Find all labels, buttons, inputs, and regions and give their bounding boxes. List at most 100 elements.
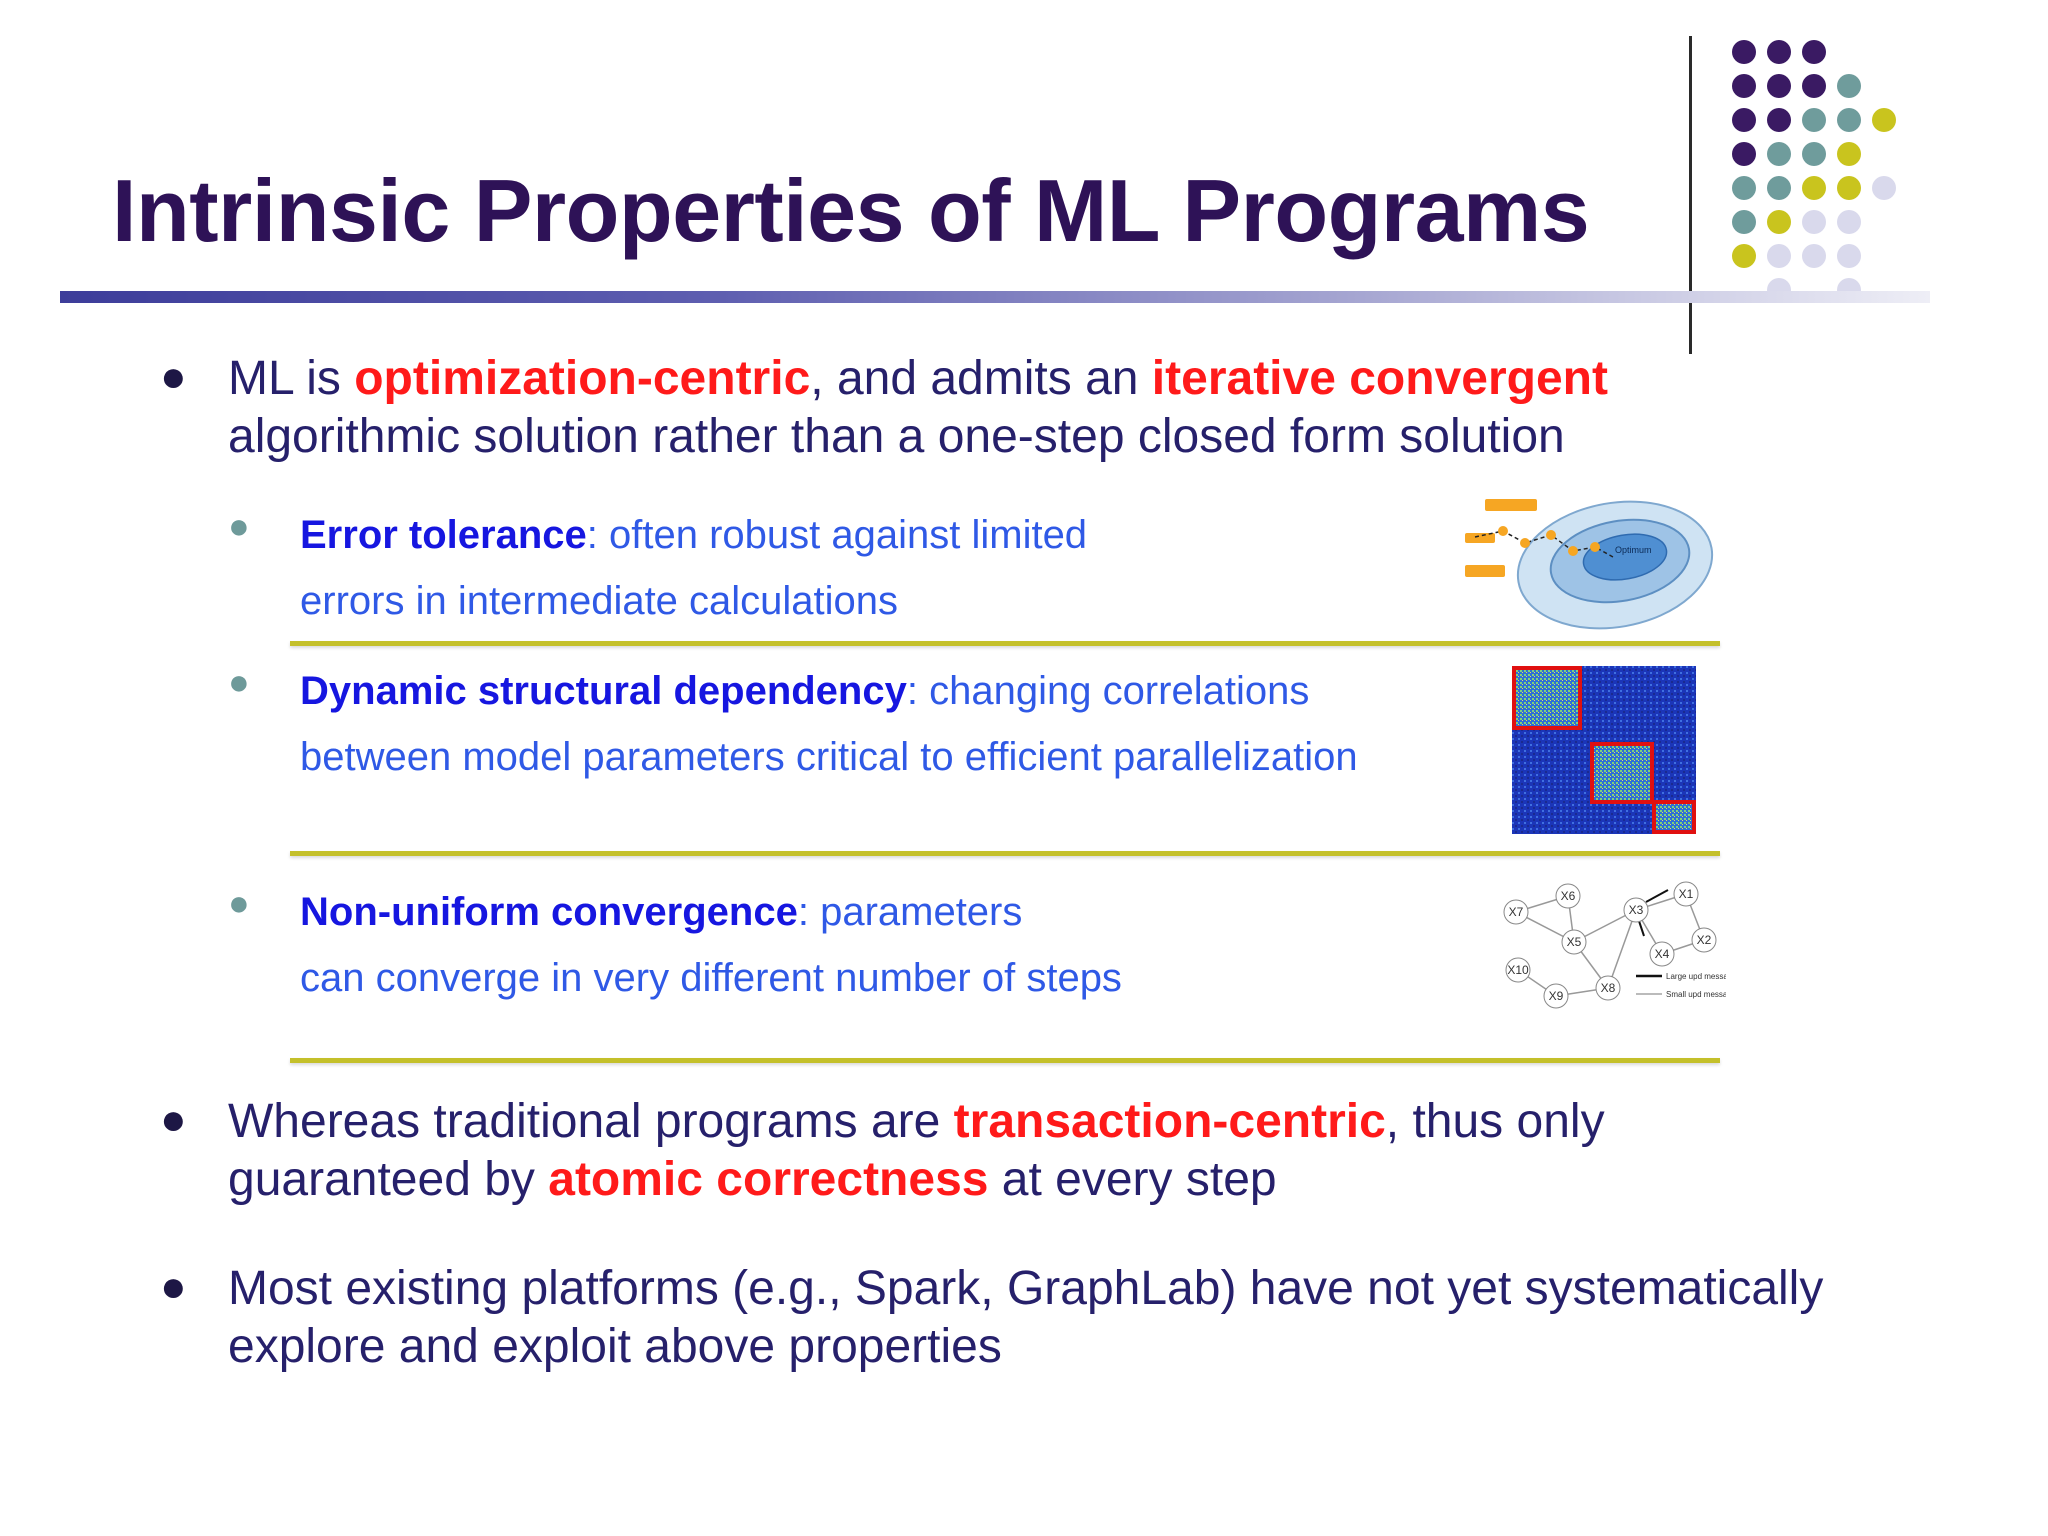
sub-text: : changing correlations	[906, 669, 1310, 713]
dot	[1872, 108, 1896, 132]
annotation-box	[1465, 565, 1505, 577]
bullet-3: Most existing platforms (e.g., Spark, Gr…	[228, 1260, 1823, 1376]
sub-bullet-error-tolerance: Error tolerance: often robust against li…	[300, 502, 1087, 634]
graph-node-label: X2	[1697, 933, 1712, 947]
matrix-block	[1514, 668, 1580, 728]
sub-bullet-icon: ●	[228, 505, 250, 546]
path-point	[1498, 526, 1508, 536]
correlation-matrix-figure	[1512, 666, 1696, 834]
bullet-icon: ●	[160, 352, 187, 401]
path-point	[1590, 542, 1600, 552]
dot	[1837, 176, 1861, 200]
graph-node	[1561, 929, 1587, 955]
matrix-block	[1654, 802, 1694, 832]
graph-node-label: X8	[1601, 981, 1616, 995]
contour-inner	[1582, 533, 1668, 581]
graph-node	[1595, 975, 1621, 1001]
graph-node	[1543, 983, 1569, 1009]
dot	[1767, 142, 1791, 166]
optimization-contour-figure: Optimum	[1465, 499, 1714, 630]
graph-node	[1623, 897, 1649, 923]
slide-title: Intrinsic Properties of ML Programs	[112, 161, 1590, 260]
decorative-dot-grid	[1720, 30, 1920, 320]
dot	[1732, 142, 1756, 166]
separator-line	[290, 641, 1720, 646]
sub-bullet-non-uniform-convergence: Non-uniform convergence: parameters can …	[300, 879, 1122, 1011]
bullet-icon: ●	[160, 1095, 187, 1144]
keyword-atomic-correctness: atomic correctness	[548, 1153, 989, 1206]
graph-node-label: X4	[1655, 947, 1670, 961]
bullet-1-line-1: ML is optimization-centric, and admits a…	[228, 350, 1608, 408]
highlight-box	[1590, 742, 1654, 804]
separator-line	[290, 851, 1720, 856]
sub-bullet-icon: ●	[228, 661, 250, 702]
graph-node	[1505, 957, 1531, 983]
graph-node-label: X3	[1629, 903, 1644, 917]
dot	[1767, 176, 1791, 200]
graph-node	[1503, 899, 1529, 925]
sub-text: : often robust against limited	[586, 513, 1088, 557]
dot	[1767, 244, 1791, 268]
graph-node-label: X1	[1679, 887, 1694, 901]
dot	[1802, 74, 1826, 98]
dot	[1732, 244, 1756, 268]
graph-node	[1673, 881, 1699, 907]
bullet-1: ML is optimization-centric, and admits a…	[228, 350, 1608, 466]
dot	[1732, 108, 1756, 132]
dot	[1837, 142, 1861, 166]
graph-legend: Large upd message Small upd message	[1636, 972, 1726, 999]
path-point	[1568, 546, 1578, 556]
graph-node-label: X10	[1507, 963, 1529, 977]
bullet-3-line-1: Most existing platforms (e.g., Spark, Gr…	[228, 1262, 1824, 1315]
dot	[1732, 74, 1756, 98]
keyword-transaction-centric: transaction-centric	[953, 1095, 1386, 1148]
sub-term: Non-uniform convergence	[300, 890, 798, 934]
sub-text-line-2: errors in intermediate calculations	[300, 579, 899, 623]
bullet-2-text: guaranteed by	[228, 1153, 549, 1206]
sub-term: Error tolerance	[300, 513, 587, 557]
dot	[1732, 176, 1756, 200]
bullet-2-text: , thus only	[1385, 1095, 1605, 1148]
dot	[1802, 244, 1826, 268]
graph-node-label: X6	[1561, 889, 1576, 903]
dot	[1837, 108, 1861, 132]
sub-text-line-2: can converge in very different number of…	[300, 956, 1122, 1000]
dot	[1802, 40, 1826, 64]
bullet-2-text: Whereas traditional programs are	[228, 1095, 954, 1148]
dot	[1732, 210, 1756, 234]
dot	[1802, 210, 1826, 234]
annotation-box	[1485, 499, 1537, 511]
dot	[1837, 244, 1861, 268]
graph-node-label: X9	[1549, 989, 1564, 1003]
graph-node	[1691, 927, 1717, 953]
sub-bullet-icon: ●	[228, 882, 250, 923]
graph-model-figure: X7 X6 X5 X3 X1 X2 X4 X10 X9 X8 Large upd…	[1503, 881, 1726, 1009]
bullet-2-line-1: Whereas traditional programs are transac…	[228, 1093, 1605, 1151]
bullet-3-line-2: explore and exploit above properties	[228, 1320, 1002, 1373]
dot	[1872, 176, 1896, 200]
bullet-1-line-2: algorithmic solution rather than a one-s…	[228, 410, 1565, 463]
title-underline	[60, 291, 1930, 303]
dot	[1767, 40, 1791, 64]
corner-divider-line	[1689, 36, 1692, 354]
graph-node-label: X5	[1567, 935, 1582, 949]
dot	[1802, 108, 1826, 132]
optimum-label: Optimum	[1615, 545, 1652, 555]
path-point	[1520, 538, 1530, 548]
bullet-1-text: ML is	[228, 352, 355, 405]
dot	[1837, 74, 1861, 98]
legend-label: Large upd message	[1666, 972, 1726, 981]
dot	[1767, 210, 1791, 234]
sub-bullet-dynamic-structural-dependency: Dynamic structural dependency: changing …	[300, 658, 1358, 790]
bullet-2: Whereas traditional programs are transac…	[228, 1093, 1605, 1209]
bullet-icon: ●	[160, 1262, 187, 1311]
dot	[1767, 108, 1791, 132]
graph-node	[1649, 941, 1675, 967]
dot	[1837, 210, 1861, 234]
separator-line	[290, 1058, 1720, 1063]
matrix-block	[1592, 744, 1652, 802]
dot	[1802, 142, 1826, 166]
bullet-2-text: at every step	[988, 1153, 1277, 1206]
path-point	[1546, 530, 1556, 540]
